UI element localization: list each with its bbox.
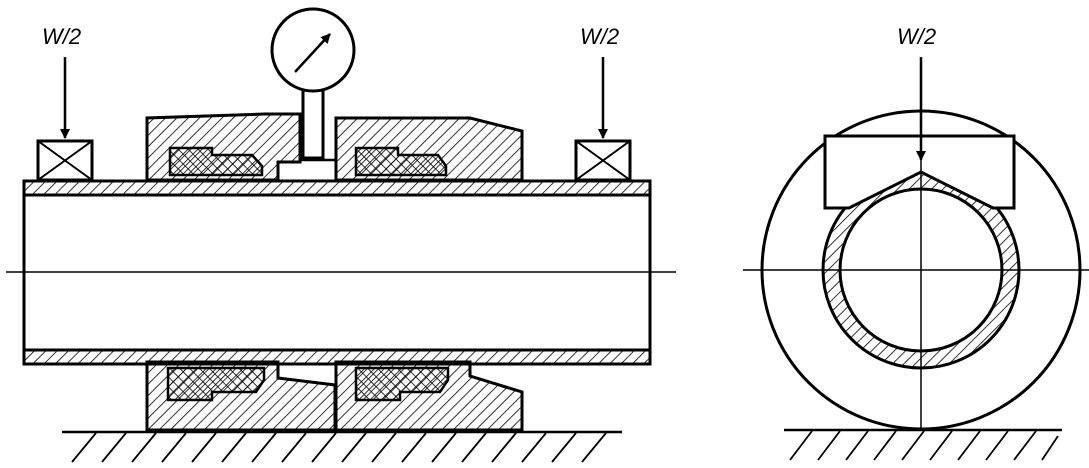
coupling-upper-left	[145, 112, 302, 182]
ground-hatch-icon	[62, 430, 622, 463]
load-block-right	[574, 139, 632, 182]
dial-gauge-icon	[270, 7, 356, 160]
load-label-section: W/2	[897, 24, 937, 49]
section-view	[743, 57, 1089, 461]
pipe-body	[22, 179, 652, 366]
coupling-upper-right	[334, 116, 524, 182]
load-label-right: W/2	[580, 24, 620, 49]
coupling-lower-left	[145, 360, 337, 432]
v-block	[823, 134, 1016, 210]
side-view	[6, 7, 676, 463]
coupling-lower-right	[334, 360, 524, 432]
load-label-left: W/2	[42, 24, 82, 49]
section-ground	[784, 428, 1062, 461]
load-block-icon	[36, 139, 94, 182]
